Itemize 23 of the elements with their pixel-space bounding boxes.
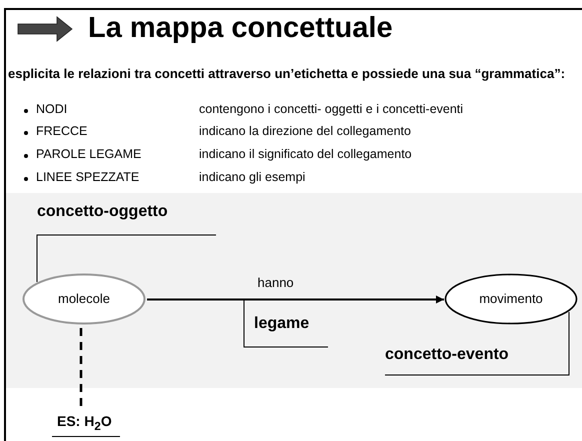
edge-label: hanno	[258, 276, 294, 290]
description-text: indicano gli esempi	[199, 171, 306, 185]
term-label: NODI	[36, 103, 68, 117]
concept-label: movimento	[478, 291, 544, 306]
term-label: PAROLE LEGAME	[36, 148, 142, 162]
leader-line	[36, 234, 216, 283]
description-text: contengono i concetti- oggetti e i concetti-eventi	[199, 103, 464, 117]
concept-label: molecole	[56, 291, 112, 306]
leader-line	[244, 300, 328, 348]
concept-ellipse	[444, 273, 578, 325]
term-caption: legame	[254, 315, 310, 333]
example-label: ES: H$_{2}$O	[57, 413, 112, 433]
description-text: indicano il significato del collegamento	[199, 148, 412, 162]
term-label: FRECCE	[36, 125, 88, 139]
term-caption: concetto-oggetto	[37, 203, 168, 221]
arrow	[147, 296, 444, 304]
description-text: indicano la direzione del collegamento	[199, 125, 411, 139]
term-caption: concetto-evento	[385, 346, 509, 364]
concept-ellipse	[22, 273, 146, 325]
intro-sentence: esplicita le relazioni tra concetti attraverso un’etichetta e possiede una sua “grammatica”:	[8, 67, 566, 82]
title: La mappa concettuale	[88, 13, 393, 45]
term-label: LINEE SPEZZATE	[36, 171, 140, 185]
leader-line	[384, 312, 570, 376]
